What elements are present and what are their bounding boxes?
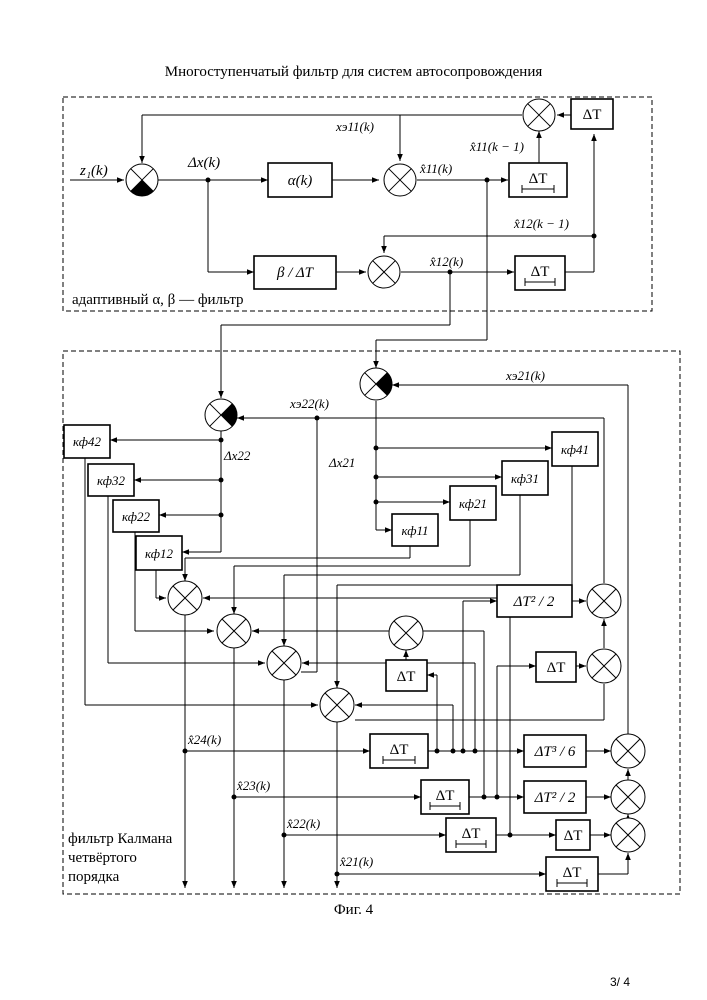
stage2-name-line3: порядка bbox=[68, 869, 120, 885]
dx21-label: Δx21 bbox=[328, 455, 355, 470]
gain-k11-label: кф11 bbox=[401, 523, 428, 538]
delay-x24-label: ΔT bbox=[390, 742, 409, 758]
dt3-six-label: ΔT³ / 6 bbox=[534, 744, 576, 760]
stage2-name-line2: четвёртого bbox=[68, 850, 137, 866]
gain-k21-label: кф21 bbox=[459, 496, 487, 511]
out-x22-label: x̂22(k) bbox=[286, 816, 320, 831]
dt-upper-label: ΔT bbox=[547, 660, 566, 676]
stage1-multiplier-top bbox=[523, 99, 555, 131]
alpha-block-label: α(k) bbox=[288, 173, 313, 189]
dt-lower-label: ΔT bbox=[564, 828, 583, 844]
beta-block-label: β / ΔT bbox=[276, 265, 315, 281]
stage1-multiplier-beta bbox=[368, 256, 400, 288]
dt2-half-lower-label: ΔT² / 2 bbox=[534, 790, 576, 806]
dt-middle-label: ΔT bbox=[397, 669, 416, 685]
out-x21-label: x̂21(k) bbox=[339, 854, 373, 869]
x12-prev-label: x̂12(k − 1) bbox=[513, 216, 569, 231]
gain-k32-label: кф32 bbox=[97, 473, 125, 488]
comparator-22 bbox=[205, 399, 237, 431]
out-x23-label: x̂23(k) bbox=[236, 778, 270, 793]
stage1-name: адаптивный α, β — фильтр bbox=[72, 292, 244, 308]
delay-block-top-label: ΔT bbox=[583, 107, 602, 123]
extrap22-label: xэ22(k) bbox=[289, 396, 329, 411]
x12-label: x̂12(k) bbox=[429, 254, 463, 269]
extrap21-label: xэ21(k) bbox=[505, 368, 545, 383]
gain-k12-label: кф12 bbox=[145, 546, 173, 561]
stage2-name-line1: фильтр Калмана bbox=[68, 831, 173, 847]
stage1-node-x12prev bbox=[592, 234, 597, 239]
x11-label: x̂11(k) bbox=[419, 161, 452, 176]
stage1-comparator bbox=[126, 164, 158, 196]
gain-k22-label: кф22 bbox=[122, 509, 150, 524]
out-x24-label: x̂24(k) bbox=[187, 732, 221, 747]
figure-caption: Фиг. 4 bbox=[0, 902, 707, 919]
error-label: Δx(k) bbox=[187, 155, 220, 171]
stage1-node-x11 bbox=[485, 178, 490, 183]
stage1-node-x12 bbox=[448, 270, 453, 275]
delay-x21-label: ΔT bbox=[563, 865, 582, 881]
dx22-label: Δx22 bbox=[223, 448, 251, 463]
extrap11-label: xэ11(k) bbox=[335, 119, 374, 134]
gain-k31-label: кф31 bbox=[511, 471, 539, 486]
delay-x23-label: ΔT bbox=[436, 788, 455, 804]
page-number: 3/ 4 bbox=[610, 975, 630, 989]
delay-x22-label: ΔT bbox=[462, 826, 481, 842]
delay-block-x12-label: ΔT bbox=[531, 264, 550, 280]
gain-k42-label: кф42 bbox=[73, 434, 101, 449]
gain-k41-label: кф41 bbox=[561, 442, 589, 457]
stage1-node-dx bbox=[206, 178, 211, 183]
dt2-half-upper-label: ΔT² / 2 bbox=[513, 594, 555, 610]
stage1-multiplier-alpha bbox=[384, 164, 416, 196]
comparator-21 bbox=[360, 368, 392, 400]
delay-block-x11-label: ΔT bbox=[529, 171, 548, 187]
x11-prev-label: x̂11(k − 1) bbox=[469, 139, 524, 154]
input-label: z₁(k) bbox=[79, 163, 108, 179]
